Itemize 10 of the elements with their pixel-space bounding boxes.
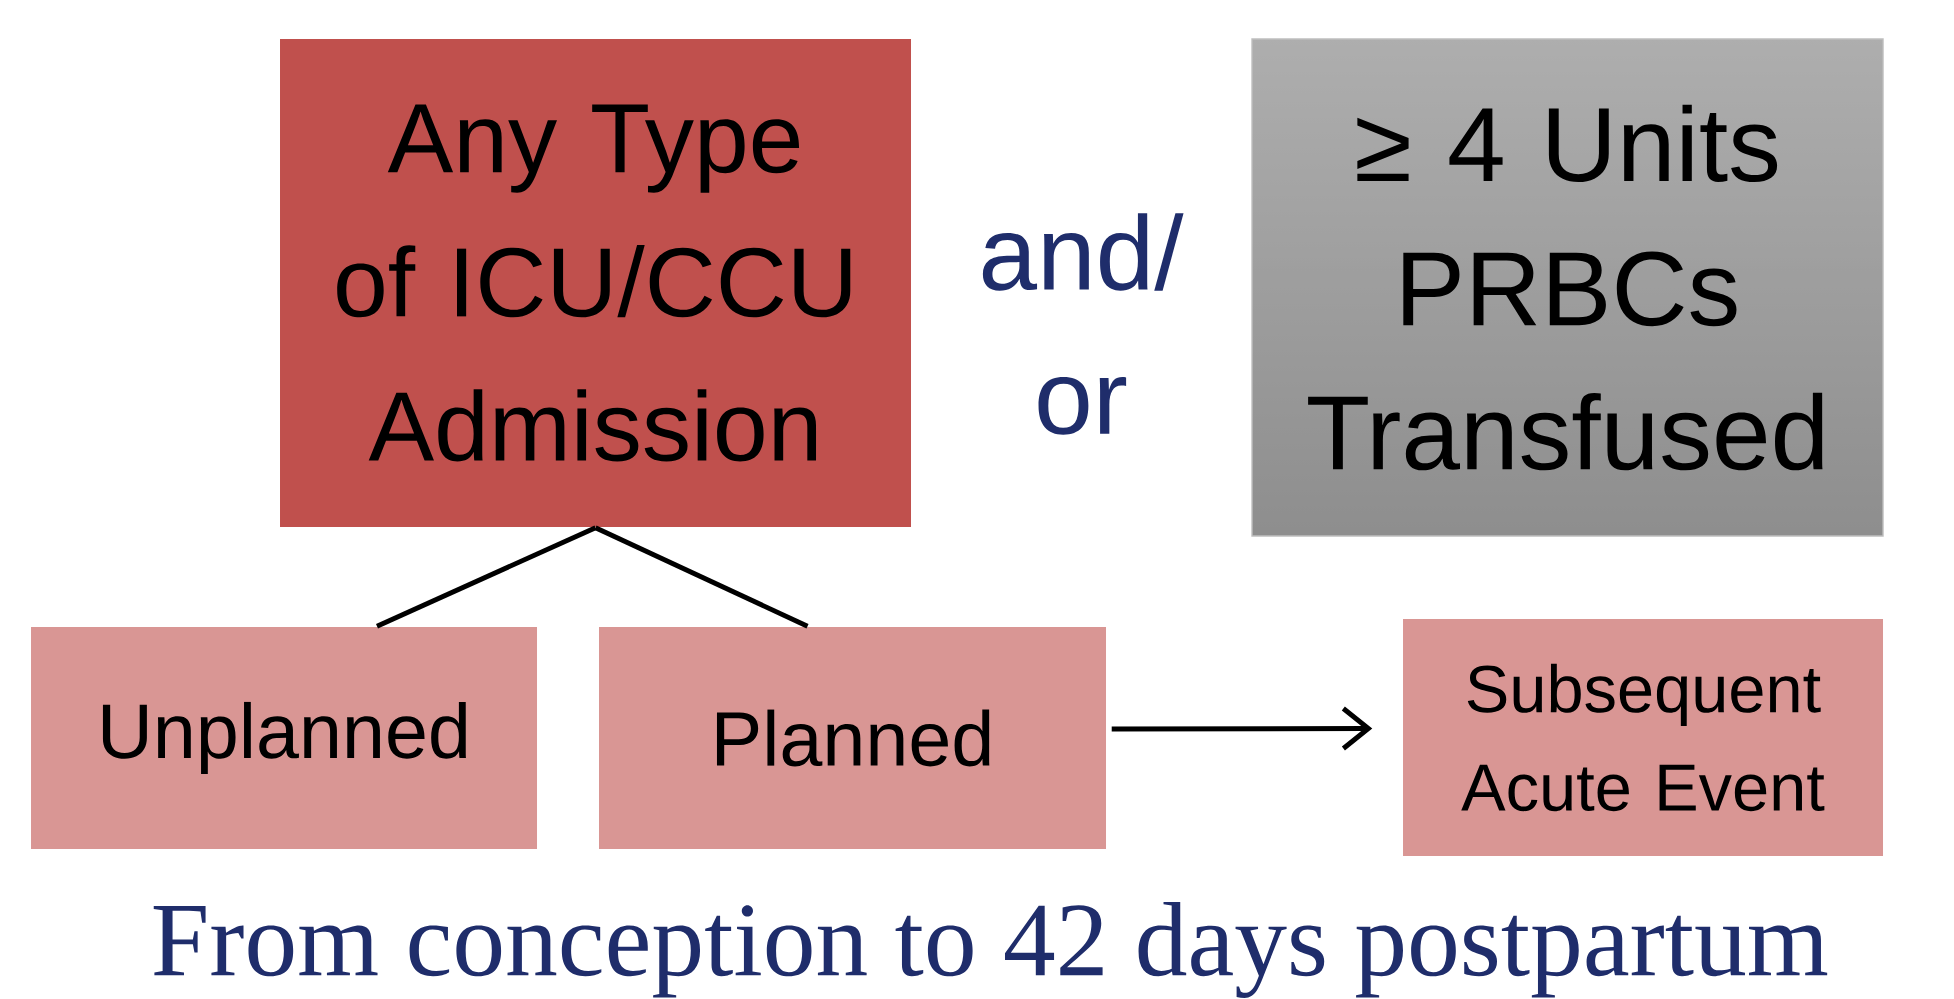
connector-line: [376, 525, 597, 629]
connector-line: [594, 525, 809, 629]
category-box: Planned: [599, 627, 1106, 849]
event-box: Subsequent Acute Event: [1403, 619, 1883, 856]
caption: From conception to 42 days postpartum: [153, 902, 1828, 998]
category-box: Unplanned: [31, 627, 537, 849]
connector-word: and/ or: [982, 213, 1184, 435]
connector-line: [1111, 706, 1373, 751]
admission-box: Any Type of ICU/CCU Admission: [280, 39, 911, 527]
transfusion-box: ≥ 4 Units PRBCs Transfused: [1251, 38, 1884, 537]
